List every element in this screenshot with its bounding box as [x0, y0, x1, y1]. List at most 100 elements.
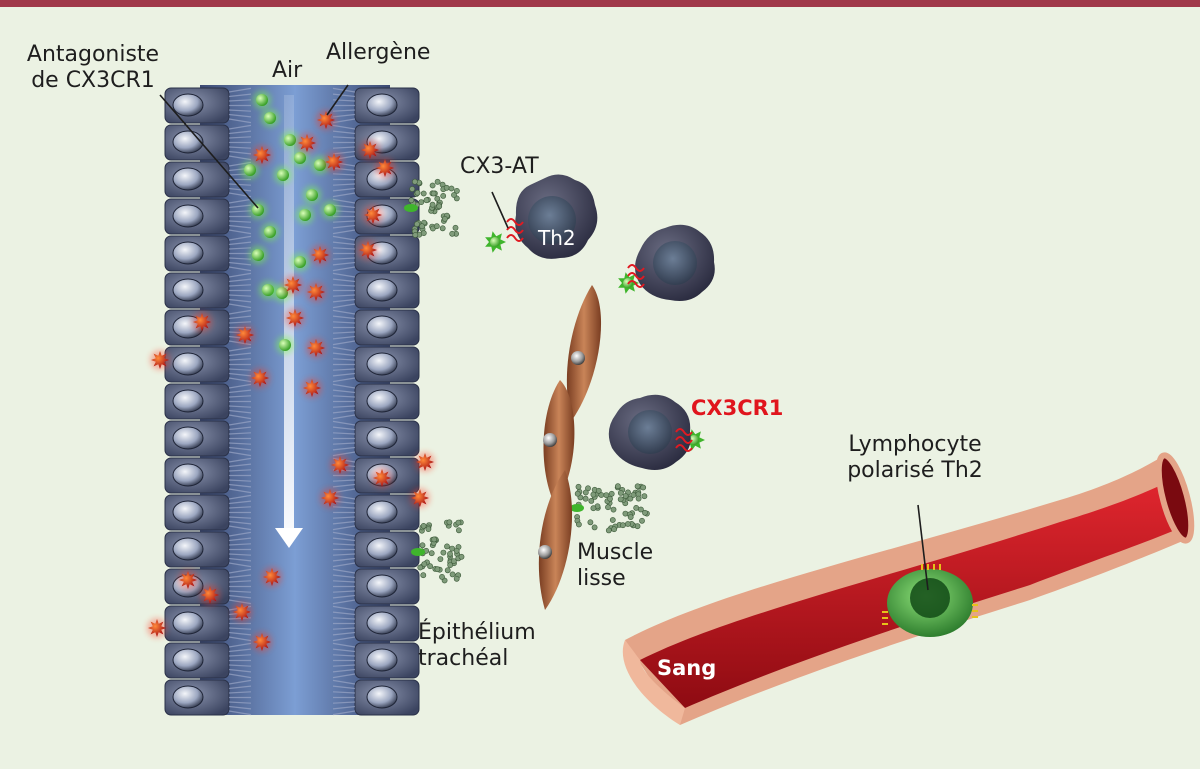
th2-cell-2 — [635, 224, 715, 301]
allergen-particle — [297, 133, 317, 153]
allergen-particle — [316, 110, 336, 130]
allergen-particle — [252, 145, 272, 165]
epithelial-cell — [164, 346, 252, 383]
epithelial-cell — [332, 346, 420, 383]
epithelial-cell — [164, 87, 252, 124]
label-epithelium: Épithélium trachéal — [418, 620, 536, 672]
epithelial-cell — [332, 87, 420, 124]
label-th2: Th2 — [538, 226, 576, 250]
epithelial-cell — [164, 679, 252, 716]
label-cx3cr1: CX3CR1 — [691, 396, 784, 420]
allergen-particle — [360, 140, 380, 160]
epithelial-cell — [164, 383, 252, 420]
allergen-particle — [147, 618, 167, 638]
epithelial-cell — [164, 605, 252, 642]
epithelial-cell — [332, 679, 420, 716]
antagonist-particle — [276, 336, 294, 354]
allergen-particle — [372, 468, 392, 488]
antagonist-particle — [249, 201, 267, 219]
bound-antagonist — [485, 231, 506, 253]
granule-cluster — [411, 519, 465, 584]
epithelial-cell — [332, 309, 420, 346]
secretion-granules — [404, 178, 650, 584]
allergen-particle — [285, 308, 305, 328]
antagonist-particle — [261, 223, 279, 241]
antagonist-particle — [291, 253, 309, 271]
smooth-muscle — [538, 285, 602, 610]
antagonist-particle — [259, 281, 277, 299]
th2-lymphocyte — [882, 564, 978, 637]
allergen-particle — [320, 488, 340, 508]
leader-lines — [159, 84, 929, 591]
allergen-particle — [252, 632, 272, 652]
allergen-particle — [363, 205, 383, 225]
granule-cluster — [404, 178, 460, 238]
epithelial-cell — [164, 235, 252, 272]
allergen-particle — [415, 452, 435, 472]
epithelial-cell — [332, 272, 420, 309]
antagonist-particle — [249, 246, 267, 264]
epithelial-cell — [332, 420, 420, 457]
allergen-particle — [250, 368, 270, 388]
particles — [147, 91, 705, 652]
top-bar — [0, 0, 1200, 7]
antagonist-leader — [159, 94, 259, 209]
lymphocyte-line-2: polarisé Th2 — [847, 458, 983, 483]
lymphocyte-leader — [917, 504, 929, 591]
th2-cell-1 — [515, 174, 598, 259]
epithelial-cell — [332, 642, 420, 679]
epithelium-right-column — [332, 87, 420, 716]
epithelial-cell — [164, 494, 252, 531]
allergen-particle — [310, 245, 330, 265]
antagonist-particle — [261, 109, 279, 127]
antagonist-line-1: Antagoniste — [26, 42, 160, 67]
allergen-particle — [262, 567, 282, 587]
muscle-line-1: Muscle — [577, 540, 654, 565]
muscle-nucleus — [538, 545, 552, 559]
allergen-particle — [178, 570, 198, 590]
antagonist-particle — [274, 166, 292, 184]
antagonist-particle — [303, 186, 321, 204]
antagonist-particle — [321, 201, 339, 219]
label-allergen: Allergène — [326, 40, 431, 65]
muscle-nucleus — [571, 351, 585, 365]
antagonist-particle — [296, 206, 314, 224]
epithelial-cell — [332, 568, 420, 605]
allergen-particle — [192, 312, 212, 332]
allergen-particle — [306, 282, 326, 302]
antagonist-particle — [291, 149, 309, 167]
epithelial-cell — [164, 198, 252, 235]
epithelial-cell — [164, 272, 252, 309]
granule-cluster — [570, 483, 650, 534]
allergen-particle — [235, 325, 255, 345]
allergen-particle — [330, 455, 350, 475]
allergen-particle — [358, 240, 378, 260]
allergen-particle — [410, 488, 430, 508]
epithelium-line-1: Épithélium — [418, 620, 536, 645]
label-muscle: Muscle lisse — [577, 540, 653, 592]
cx3cr1-receptors — [506, 218, 693, 452]
allergen-particle — [324, 152, 344, 172]
epithelial-cell — [164, 531, 252, 568]
label-antagonist: Antagoniste de CX3CR1 — [18, 42, 168, 94]
muscle-cell — [538, 470, 573, 610]
epithelial-cell — [332, 494, 420, 531]
epithelial-cell — [164, 457, 252, 494]
cx3at-leader — [491, 191, 509, 229]
allergen-particle — [283, 275, 303, 295]
muscle-nucleus — [543, 433, 557, 447]
epithelial-cell — [332, 383, 420, 420]
allergen-particle — [150, 350, 170, 370]
antagonist-particle — [241, 161, 259, 179]
epithelial-cell — [332, 605, 420, 642]
allergen-particle — [302, 378, 322, 398]
antagonist-particle — [281, 131, 299, 149]
epithelium-line-2: trachéal — [418, 646, 509, 671]
allergen-particle — [200, 585, 220, 605]
bound-antagonist — [684, 429, 705, 451]
epithelium-left-column — [164, 87, 252, 716]
epithelial-cell — [164, 420, 252, 457]
muscle-cell — [543, 380, 575, 505]
